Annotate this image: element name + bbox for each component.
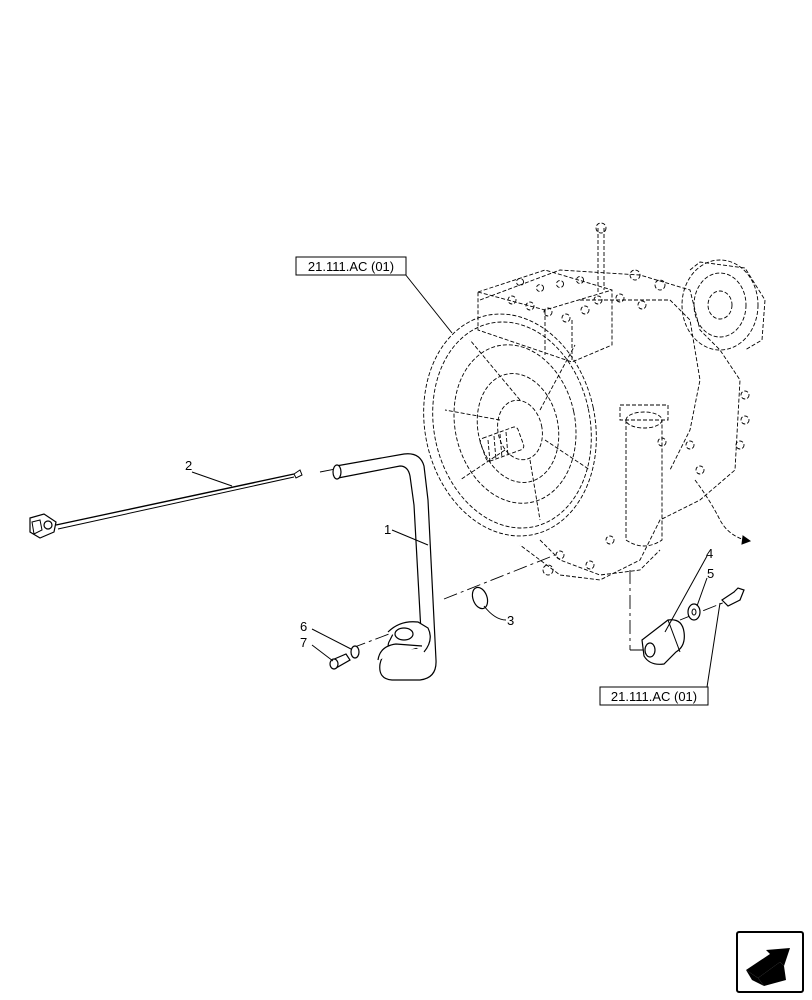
o-ring-part-3 (471, 586, 489, 610)
reference-label-bottom[interactable]: 21.111.AC (01) (599, 686, 709, 706)
reference-label-top-text: 21.111.AC (01) (308, 259, 394, 274)
leader-lines (191, 273, 721, 701)
callout-1: 1 (384, 522, 391, 537)
bolt-part-7 (329, 653, 351, 670)
dipstick-part-2 (29, 469, 303, 539)
callout-3: 3 (507, 613, 514, 628)
callout-4: 4 (706, 546, 713, 561)
reference-label-bottom-text: 21.111.AC (01) (611, 689, 697, 704)
next-page-arrow-icon[interactable] (736, 931, 804, 993)
washer-part-5 (687, 603, 701, 621)
transmission-assembly (423, 222, 766, 581)
reference-label-top[interactable]: 21.111.AC (01) (295, 256, 407, 276)
clip-part-4 (641, 619, 685, 665)
filler-tube-part-1 (332, 453, 437, 681)
callout-2: 2 (185, 458, 192, 473)
callout-5: 5 (707, 566, 714, 581)
callout-7: 7 (300, 635, 307, 650)
bracket-bolt (721, 587, 745, 607)
washer-part-6 (350, 645, 360, 659)
callout-6: 6 (300, 619, 307, 634)
